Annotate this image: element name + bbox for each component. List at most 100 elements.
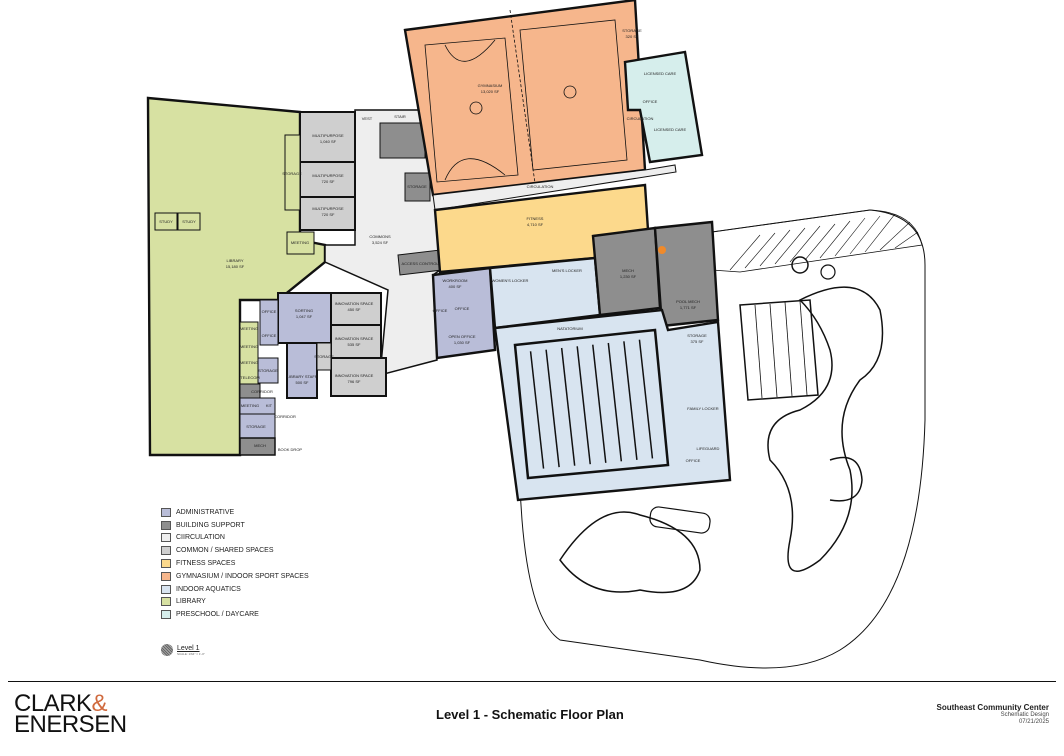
legend-swatch [161, 507, 171, 517]
outdoor-slide-tower-2 [820, 264, 836, 280]
competition-pool [513, 328, 670, 480]
label-office: OFFICE [686, 458, 701, 463]
label-access-control: ACCESS CONTROL [401, 261, 439, 266]
legend-swatch [161, 610, 171, 620]
area-library-staff: 500 SF [296, 380, 309, 385]
level-title: Level 1 [177, 644, 200, 652]
label-office: OFFICE [262, 333, 277, 338]
logo-text: ENERSEN [14, 711, 127, 738]
legend-swatch [161, 571, 171, 581]
legend-label: PRESCHOOL / DAYCARE [176, 611, 259, 619]
legend-item: PRESCHOOL / DAYCARE [161, 608, 309, 621]
label-office: OFFICE [455, 306, 470, 311]
area-innovation-space: 450 SF [348, 307, 361, 312]
label-library-staff: LIBRARY STAFF [287, 374, 318, 379]
label-circulation: CIRCULATION [527, 184, 554, 189]
label-office: OFFICE [643, 99, 658, 104]
legend-item: BUILDING SUPPORT [161, 519, 309, 532]
label-storage: STORAGE [687, 333, 707, 338]
pool-lane-lines [529, 339, 654, 469]
legend-label: LIBRARY [176, 598, 206, 606]
label-circulation: CIRCULATION [627, 116, 654, 121]
project-name: Southeast Community Center [936, 703, 1049, 712]
area-gymnasium: 13,020 SF [481, 89, 500, 94]
legend-label: ADMINISTRATIVE [176, 508, 235, 516]
label-storage: STORAGE [314, 354, 334, 359]
outdoor-lazy-river [767, 286, 884, 572]
label-womens-locker: WOMEN'S LOCKER [492, 278, 529, 283]
legend-item: COMMON / SHARED SPACES [161, 544, 309, 557]
label-office: OFFICE [262, 309, 277, 314]
project-phase: Schematic Design [1000, 712, 1049, 718]
outdoor-amphitheater [829, 456, 863, 502]
label-natatorium: NATATORIUM [557, 326, 582, 331]
basketball-court-markings [424, 9, 628, 184]
label-stair: STAIR [394, 114, 406, 119]
logo-text: CLARK [14, 690, 92, 717]
label-meeting: MEETING [291, 240, 309, 245]
label-storage: STORAGE [622, 28, 642, 33]
area-fitness: 4,710 SF [527, 222, 544, 227]
outdoor-bench-area [649, 506, 711, 534]
area-workroom: 400 SF [449, 284, 462, 289]
legend-item: GYMNASIUM / INDOOR SPORT SPACES [161, 570, 309, 583]
floor-plan: LIBRARY 15,180 SF STUDY STUDY COMMONS 3,… [146, 0, 926, 669]
label-storage: STORAGE [407, 184, 427, 189]
label-vest: VEST [362, 116, 373, 121]
area-multipurpose: 720 SF [322, 212, 335, 217]
area-innovation-space: 535 SF [348, 342, 361, 347]
legend-swatch [161, 559, 171, 569]
label-lifeguard: LIFEGUARD [697, 446, 720, 451]
room-study-1 [154, 212, 178, 231]
legend-swatch [161, 584, 171, 594]
hatched-area [711, 209, 923, 273]
hatch-lines [729, 213, 919, 271]
label-kit: KIT [266, 403, 273, 408]
pool-lane-line [623, 341, 638, 460]
room-open-office [431, 266, 497, 360]
label-sorting: SORTING [295, 308, 313, 313]
label-family-locker: FAMILY LOCKER [687, 406, 719, 411]
legend-item: LIBRARY [161, 596, 309, 609]
label-storage: STORAGE [246, 424, 266, 429]
label-pool-mech: POOL MECH [676, 299, 700, 304]
label-telecom: TELECOM [240, 375, 259, 380]
area-commons: 3,524 SF [372, 240, 389, 245]
area-pool-mech: 1,771 SF [680, 305, 697, 310]
label-mech: MECH [254, 443, 266, 448]
area-multipurpose: 1,040 SF [320, 139, 337, 144]
label-storage: STORAGE [282, 171, 302, 176]
label-meeting: MEETING [240, 344, 258, 349]
label-book-drop: BOOK DROP [278, 447, 303, 452]
legend-swatch [161, 597, 171, 607]
legend-label: INDOOR AQUATICS [176, 585, 241, 593]
room-storage-gym [404, 172, 431, 202]
area-library: 15,180 SF [226, 264, 245, 269]
outdoor-pool-lanes [739, 299, 819, 401]
label-innovation-space: INNOVATION SPACE [335, 336, 374, 341]
area-mech: 1,230 SF [620, 274, 637, 279]
pool-lane-line [576, 346, 591, 465]
legend-label: GYMNASIUM / INDOOR SPORT SPACES [176, 572, 309, 580]
legend-item: CIIRCULATION [161, 532, 309, 545]
label-multipurpose: MULTIPURPOSE [312, 173, 344, 178]
label-mens-locker: MEN'S LOCKER [552, 268, 582, 273]
label-fitness: FITNESS [527, 216, 544, 221]
level-label: Level 1 SCALE: 1/64" = 1'-0" [161, 644, 205, 656]
label-innovation-space: INNOVATION SPACE [335, 301, 374, 306]
label-study: STUDY [159, 219, 173, 224]
label-innovation-space: INNOVATION SPACE [335, 373, 374, 378]
room-natatorium [493, 308, 732, 502]
legend-item: INDOOR AQUATICS [161, 583, 309, 596]
area-storage: 375 SF [691, 339, 704, 344]
equipment-highlight [658, 246, 666, 254]
label-corridor: CORRIDOR [251, 389, 273, 394]
area-multipurpose: 720 SF [322, 179, 335, 184]
multipurpose-rooms [284, 111, 356, 255]
label-multipurpose: MULTIPURPOSE [312, 206, 344, 211]
legend-label: COMMON / SHARED SPACES [176, 547, 274, 555]
legend-swatch [161, 546, 171, 556]
legend-swatch [161, 520, 171, 530]
splash-pad [559, 511, 701, 594]
